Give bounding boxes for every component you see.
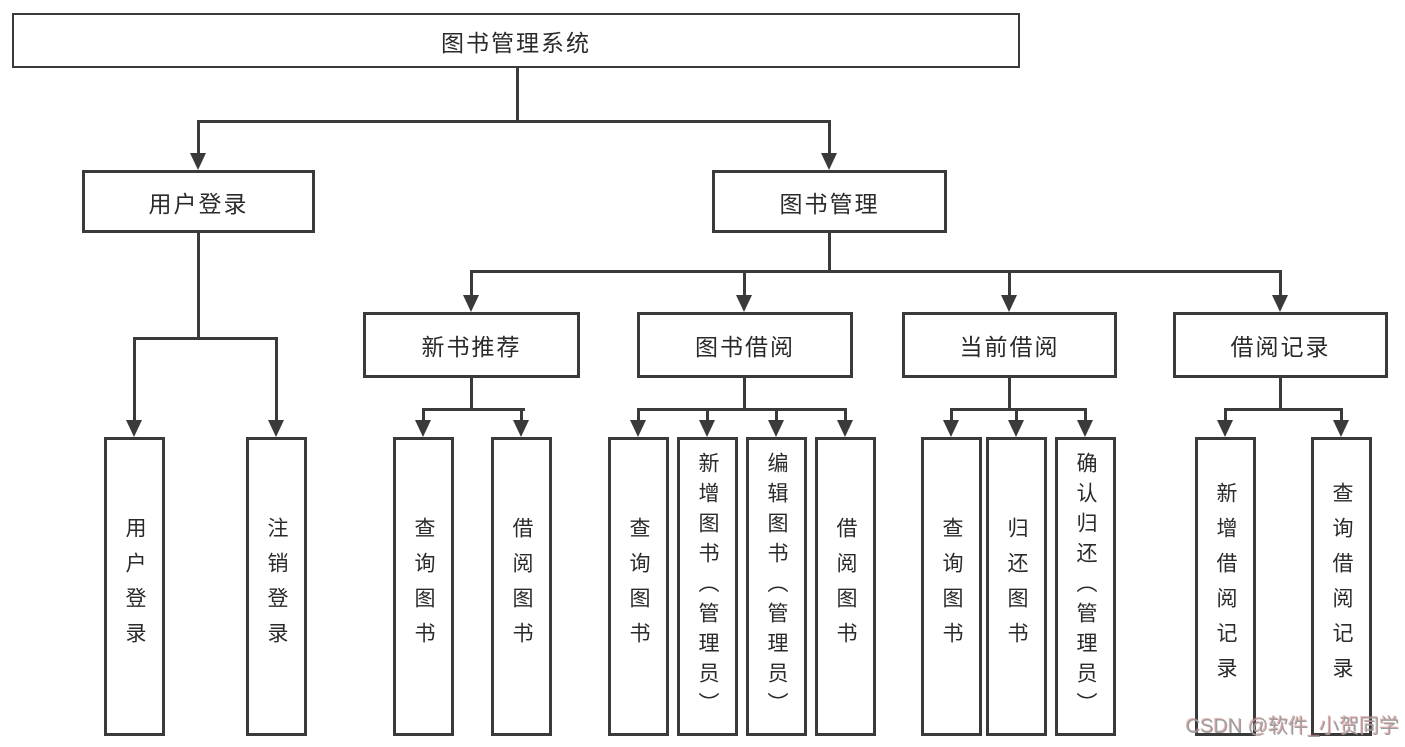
connector-stub	[1340, 408, 1343, 423]
node-library-management-system: 图书管理系统	[12, 13, 1020, 68]
leaf-borrowing-borrow-books: 借阅图书	[815, 437, 876, 736]
arrow-down-icon	[126, 420, 142, 437]
connector-stub	[743, 270, 746, 298]
connector-user-login-bar	[133, 337, 278, 340]
connector-stub	[844, 408, 847, 423]
connector-stub	[637, 408, 640, 423]
arrow-down-icon	[463, 295, 479, 312]
arrow-down-icon	[768, 420, 784, 437]
leaf-borrowing-query-books: 查询图书	[608, 437, 669, 736]
connector-stub	[422, 408, 425, 423]
connector-leaf-bar	[1224, 408, 1343, 411]
connector-stub	[828, 120, 831, 155]
leaf-newbook-borrow-books: 借阅图书	[491, 437, 552, 736]
arrow-down-icon	[513, 420, 529, 437]
node-label: 图书借阅	[695, 334, 795, 360]
connector-stub	[470, 270, 473, 298]
leaf-current-confirm-return-admin: 确认归还（管理员）	[1055, 437, 1116, 736]
arrow-down-icon	[415, 420, 431, 437]
connector-stem	[743, 378, 746, 410]
connector-leaf-bar	[637, 408, 847, 411]
leaf-label: 注销登录	[265, 516, 288, 657]
connector-level2-bar	[197, 120, 831, 123]
connector-stub	[1084, 408, 1087, 423]
leaf-label: 借阅图书	[510, 516, 533, 657]
leaf-newbook-query-books: 查询图书	[393, 437, 454, 736]
connector-stub	[775, 408, 778, 423]
connector-stub	[950, 408, 953, 423]
leaf-label: 查询图书	[940, 516, 963, 657]
node-label: 借阅记录	[1230, 334, 1331, 360]
connector-stem	[1279, 378, 1282, 410]
leaf-records-query-borrow-record: 查询借阅记录	[1311, 437, 1372, 736]
leaf-logout: 注销登录	[246, 437, 307, 736]
arrow-down-icon	[268, 420, 284, 437]
node-label: 用户登录	[148, 190, 249, 217]
arrow-down-icon	[837, 420, 853, 437]
connector-stub	[1279, 270, 1282, 298]
node-book-borrowing: 图书借阅	[637, 312, 853, 378]
connector-stub	[1224, 408, 1227, 423]
arrow-down-icon	[1333, 420, 1349, 437]
node-label: 当前借阅	[959, 334, 1060, 360]
leaf-records-add-borrow-record: 新增借阅记录	[1195, 437, 1256, 736]
leaf-label: 借阅图书	[834, 516, 857, 657]
connector-level3-bar	[470, 270, 1282, 273]
node-user-login: 用户登录	[82, 170, 315, 233]
connector-stub	[1015, 408, 1018, 423]
arrow-down-icon	[1001, 295, 1017, 312]
csdn-watermark: CSDN @软件_小贺同学	[1186, 716, 1400, 738]
connector-root-stem	[516, 68, 519, 122]
node-book-management: 图书管理	[712, 170, 947, 233]
leaf-current-return-books: 归还图书	[986, 437, 1047, 736]
leaf-user-login: 用户登录	[104, 437, 165, 736]
connector-stub	[520, 408, 523, 423]
connector-stub	[706, 408, 709, 423]
connector-leaf-bar	[422, 408, 525, 411]
connector-stub	[133, 337, 136, 422]
leaf-borrowing-add-book-admin: 新增图书（管理员）	[677, 437, 738, 736]
arrow-down-icon	[1272, 295, 1288, 312]
connector-leaf-bar	[950, 408, 1087, 411]
connector-stub	[1008, 270, 1011, 298]
connector-stem	[470, 378, 473, 410]
arrow-down-icon	[630, 420, 646, 437]
arrow-down-icon	[1217, 420, 1233, 437]
leaf-label: 新增借阅记录	[1214, 481, 1237, 692]
node-label: 图书管理	[779, 190, 880, 217]
leaf-current-query-books: 查询图书	[921, 437, 982, 736]
arrow-down-icon	[736, 295, 752, 312]
leaf-label: 确认归还（管理员）	[1074, 451, 1097, 722]
arrow-down-icon	[943, 420, 959, 437]
connector-book-management-stem	[828, 233, 831, 273]
connector-stem	[1008, 378, 1011, 410]
leaf-label: 新增图书（管理员）	[696, 451, 719, 722]
arrow-down-icon	[821, 153, 837, 170]
leaf-label: 归还图书	[1005, 516, 1028, 657]
leaf-label: 用户登录	[123, 516, 146, 657]
arrow-down-icon	[190, 153, 206, 170]
arrow-down-icon	[1077, 420, 1093, 437]
leaf-label: 查询图书	[412, 516, 435, 657]
leaf-label: 查询借阅记录	[1330, 481, 1353, 692]
leaf-label: 查询图书	[627, 516, 650, 657]
leaf-label: 编辑图书（管理员）	[765, 451, 788, 722]
node-current-borrowing: 当前借阅	[902, 312, 1117, 378]
arrow-down-icon	[699, 420, 715, 437]
connector-stub	[275, 337, 278, 422]
arrow-down-icon	[1008, 420, 1024, 437]
leaf-borrowing-edit-book-admin: 编辑图书（管理员）	[746, 437, 807, 736]
node-label: 图书管理系统	[441, 29, 591, 56]
connector-user-login-stem	[197, 233, 200, 340]
node-new-book-recommendation: 新书推荐	[363, 312, 580, 378]
connector-stub	[197, 120, 200, 155]
node-borrowing-records: 借阅记录	[1173, 312, 1388, 378]
node-label: 新书推荐	[421, 334, 522, 360]
